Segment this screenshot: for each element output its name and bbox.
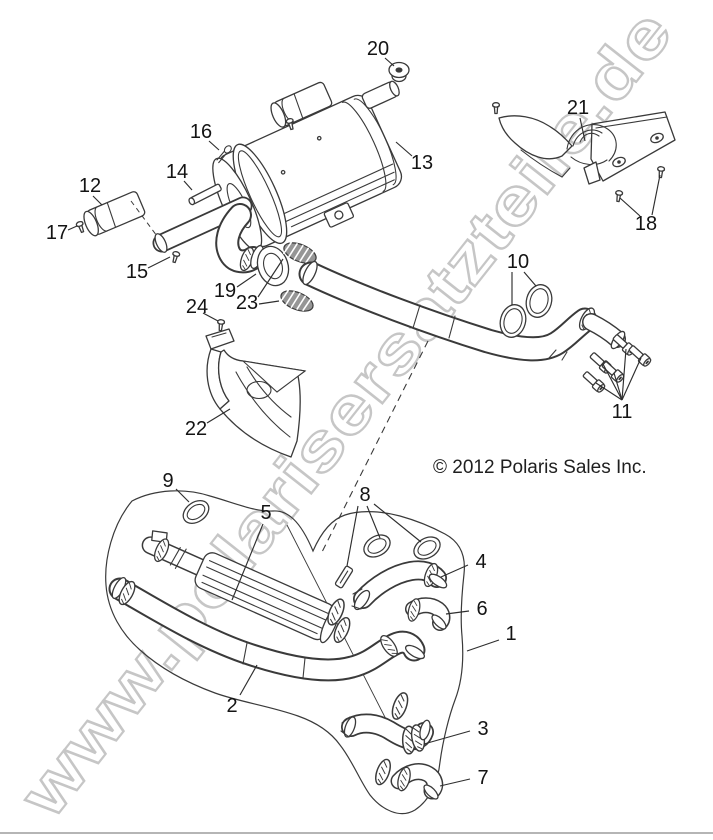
callout-17: 17 <box>46 222 68 244</box>
shield-bracket-22 <box>205 328 307 458</box>
oval-hole-9 <box>178 495 214 529</box>
callout-22: 22 <box>185 418 207 440</box>
callout-20: 20 <box>367 38 389 60</box>
callout-24: 24 <box>186 296 208 318</box>
callout-6: 6 <box>476 598 487 620</box>
clamp-icon <box>388 690 412 722</box>
assembly-dashed-line <box>320 340 429 555</box>
muffler-drawing <box>212 80 403 251</box>
callout-18: 18 <box>635 213 657 235</box>
clamp-icon <box>372 756 394 788</box>
callout-9: 9 <box>162 470 173 492</box>
gasket-ring-icon <box>522 281 556 321</box>
screw-icon <box>491 102 501 115</box>
copyright-text: © 2012 Polaris Sales Inc. <box>433 457 647 478</box>
shield-outline-1 <box>105 490 465 815</box>
callout-8: 8 <box>359 484 370 506</box>
leader-lines <box>67 57 661 787</box>
spark-arrestor-12 <box>80 189 147 239</box>
callout-19: 19 <box>214 280 236 302</box>
callout-3: 3 <box>477 718 488 740</box>
callout-15: 15 <box>126 261 148 283</box>
callout-11: 11 <box>612 401 633 423</box>
elbow-6 <box>405 597 451 631</box>
callout-5: 5 <box>260 502 271 524</box>
gasket-19 <box>256 245 290 287</box>
callout-21: 21 <box>567 97 589 119</box>
screw-icon <box>75 220 87 234</box>
cotter-pin-16 <box>216 145 232 164</box>
grommet-20 <box>388 61 410 83</box>
elbow-3 <box>340 713 434 755</box>
screw-icon <box>656 165 666 179</box>
callout-13: 13 <box>411 152 433 174</box>
spring-icon <box>277 285 317 317</box>
heat-shield-21 <box>491 102 676 203</box>
callout-2: 2 <box>226 695 237 717</box>
elbow-4 <box>351 560 448 611</box>
callout-14: 14 <box>166 161 188 183</box>
callout-1: 1 <box>505 623 516 645</box>
callout-4: 4 <box>475 551 486 573</box>
shielded-pipe-5 <box>141 530 340 644</box>
elbow-7 <box>390 763 444 800</box>
callout-labels: 1 2 3 4 5 6 7 8 9 10 11 12 13 14 15 16 1… <box>46 38 657 789</box>
artwork <box>75 61 676 815</box>
callout-7: 7 <box>477 767 488 789</box>
screw-icon <box>216 318 226 332</box>
strip-8 <box>334 565 354 589</box>
oval-hole-8 <box>359 529 395 563</box>
callout-16: 16 <box>190 121 212 143</box>
dowel-pin-14 <box>188 183 222 206</box>
callout-12: 12 <box>79 175 101 197</box>
screw-icon <box>170 250 181 264</box>
front-pipe-2 <box>108 576 426 682</box>
callout-10: 10 <box>507 251 529 273</box>
callout-23: 23 <box>236 292 258 314</box>
